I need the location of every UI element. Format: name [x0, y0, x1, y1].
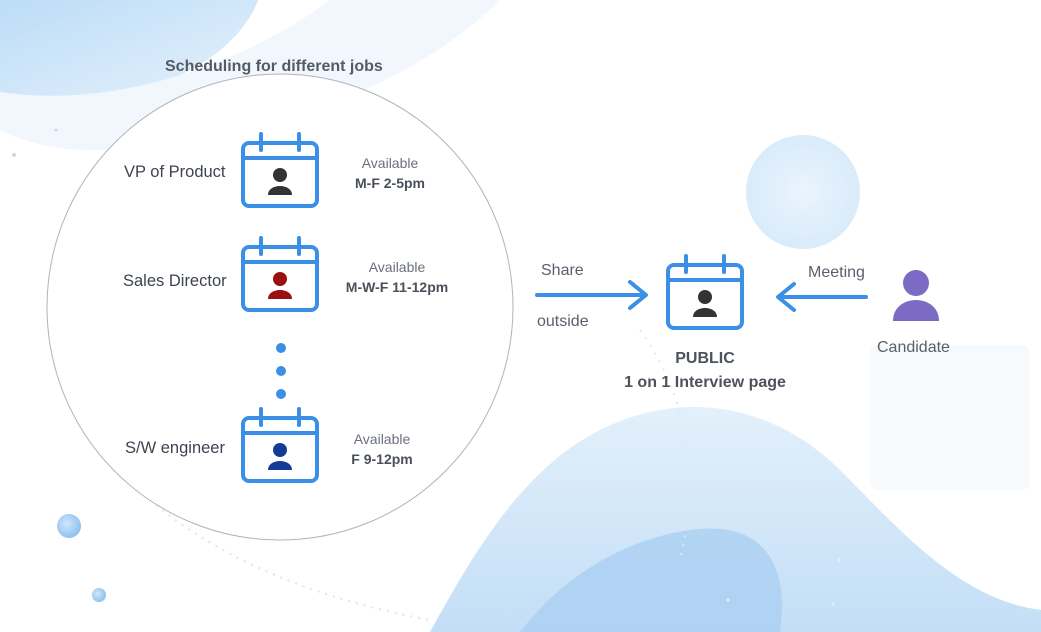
meeting-label: Meeting [808, 264, 865, 281]
available-hours: F 9-12pm [351, 451, 413, 467]
interview-page-label: 1 on 1 Interview page [624, 374, 786, 391]
job-availability-sw-engineer: Available F 9-12pm [312, 429, 452, 469]
public-page-label: PUBLIC 1 on 1 Interview page [575, 347, 835, 395]
meeting-arrow [776, 282, 868, 312]
diagram-title: Scheduling for different jobs [165, 58, 383, 75]
ellipsis-dot [276, 366, 286, 376]
job-availability-sales-director: Available M-W-F 11-12pm [327, 257, 467, 297]
available-label: Available [368, 259, 426, 275]
outside-label: outside [537, 313, 589, 330]
available-hours: M-W-F 11-12pm [345, 279, 449, 295]
ellipsis-dot [276, 389, 286, 399]
share-arrow [535, 280, 648, 310]
calendar-icon [666, 254, 744, 330]
job-availability-vp-product: Available M-F 2-5pm [320, 153, 460, 193]
share-label: Share [541, 262, 584, 279]
available-label: Available [353, 431, 411, 447]
job-role-vp-product: VP of Product [124, 163, 226, 181]
job-role-sales-director: Sales Director [123, 272, 227, 290]
candidate-label: Candidate [877, 339, 950, 356]
calendar-icon [241, 236, 319, 312]
public-label: PUBLIC [675, 350, 735, 367]
available-hours: M-F 2-5pm [355, 175, 425, 191]
candidate-person-icon [893, 270, 939, 321]
calendar-icon [241, 407, 319, 483]
available-label: Available [361, 155, 419, 171]
ellipsis-dot [276, 343, 286, 353]
calendar-icon [241, 132, 319, 208]
job-role-sw-engineer: S/W engineer [125, 439, 225, 457]
